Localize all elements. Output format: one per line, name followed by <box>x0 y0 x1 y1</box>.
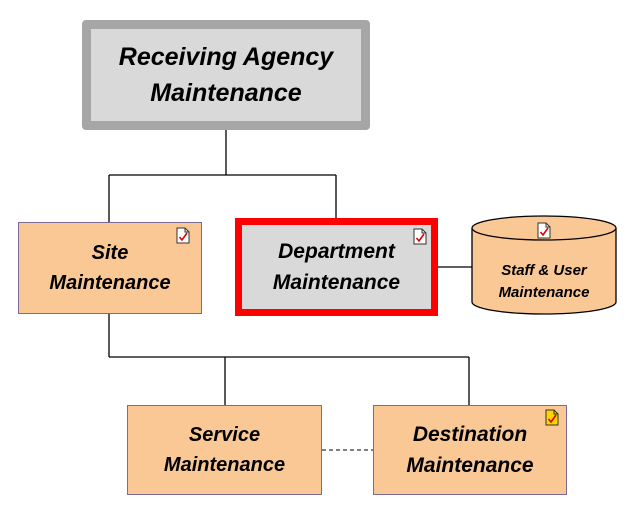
site-label: Site Maintenance <box>49 242 171 294</box>
department-document-icon[interactable] <box>413 228 427 245</box>
destination-label: Destination Maintenance <box>406 423 534 477</box>
receiving-agency-maintenance-box[interactable]: Receiving Agency Maintenance <box>82 20 370 130</box>
destination-maintenance-box[interactable]: Destination Maintenance <box>373 405 567 495</box>
staff-document-icon[interactable] <box>537 222 551 239</box>
site-document-icon[interactable] <box>176 227 190 244</box>
department-label: Department Maintenance <box>272 240 401 294</box>
destination-document-icon[interactable] <box>545 409 559 426</box>
department-maintenance-box[interactable]: Department Maintenance <box>235 218 438 316</box>
staff-user-label: Staff & User Maintenance <box>498 262 590 301</box>
service-label: Service Maintenance <box>163 424 286 476</box>
staff-user-label-box: Staff & User Maintenance <box>470 254 618 310</box>
service-maintenance-box[interactable]: Service Maintenance <box>127 405 322 495</box>
receiving-agency-label: Receiving Agency Maintenance <box>118 43 334 107</box>
site-maintenance-box[interactable]: Site Maintenance <box>18 222 202 314</box>
